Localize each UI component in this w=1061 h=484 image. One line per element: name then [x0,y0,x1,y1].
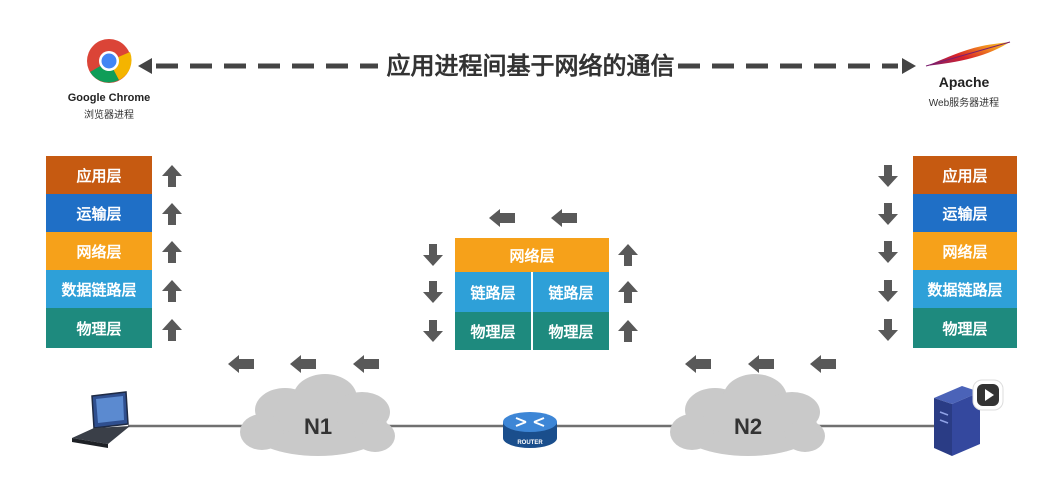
right-network-layer: 网络层 [913,232,1017,270]
right-physical-layer: 物理层 [913,308,1017,348]
up-arrow [162,319,182,341]
chrome-logo-icon [87,39,132,83]
arrow-left-head [138,58,152,74]
server-app-name: Apache [938,74,990,90]
client-app-role: 浏览器进程 [84,110,134,121]
router-physical-right: 物理层 [533,312,609,350]
arrow-right-head [902,58,916,74]
router-datalink-left: 链路层 [455,272,531,312]
right-transport-layer: 运输层 [913,194,1017,232]
left-transport-layer: 运输层 [46,194,152,232]
server-tower-icon [934,386,980,456]
left-arrow [489,209,515,227]
left-arrow [290,355,316,373]
router-network-layer: 网络层 [455,238,609,272]
up-arrow [162,203,182,225]
network-n1-label: N1 [303,414,333,439]
down-arrow [423,320,443,342]
up-arrow [618,244,638,266]
right-datalink-layer: 数据链路层 [913,270,1017,308]
right-application-layer: 应用层 [913,156,1017,194]
left-arrow [551,209,577,227]
left-arrow [228,355,254,373]
left-physical-layer: 物理层 [46,308,152,348]
up-arrow [618,320,638,342]
down-arrow [423,244,443,266]
up-arrow [618,281,638,303]
play-icon [972,379,1004,411]
communication-dashed-arrow [138,58,916,74]
up-arrow [162,241,182,263]
client-app-name: Google Chrome [67,92,151,104]
router-physical-left: 物理层 [455,312,531,350]
router-label: ROUTER [517,440,543,446]
laptop-icon [72,391,130,448]
cloud-n1-icon [240,374,395,456]
down-arrow [878,319,898,341]
left-arrow [748,355,774,373]
left-arrow [810,355,836,373]
network-n2-label: N2 [733,414,763,439]
router-icon [503,412,557,448]
left-application-layer: 应用层 [46,156,152,194]
up-arrow [162,280,182,302]
apache-feather-icon [925,41,1011,67]
left-datalink-layer: 数据链路层 [46,270,152,308]
router-datalink-right: 链路层 [533,272,609,312]
down-arrow [423,281,443,303]
down-arrow [878,241,898,263]
up-arrow [162,165,182,187]
server-app-role: Web服务器进程 [928,98,1000,109]
cloud-n2-icon [670,374,825,456]
left-arrow [685,355,711,373]
page-title: 应用进程间基于网络的通信 [386,53,675,80]
down-arrow [878,280,898,302]
left-arrow [353,355,379,373]
down-arrow [878,165,898,187]
left-network-layer: 网络层 [46,232,152,270]
down-arrow [878,203,898,225]
